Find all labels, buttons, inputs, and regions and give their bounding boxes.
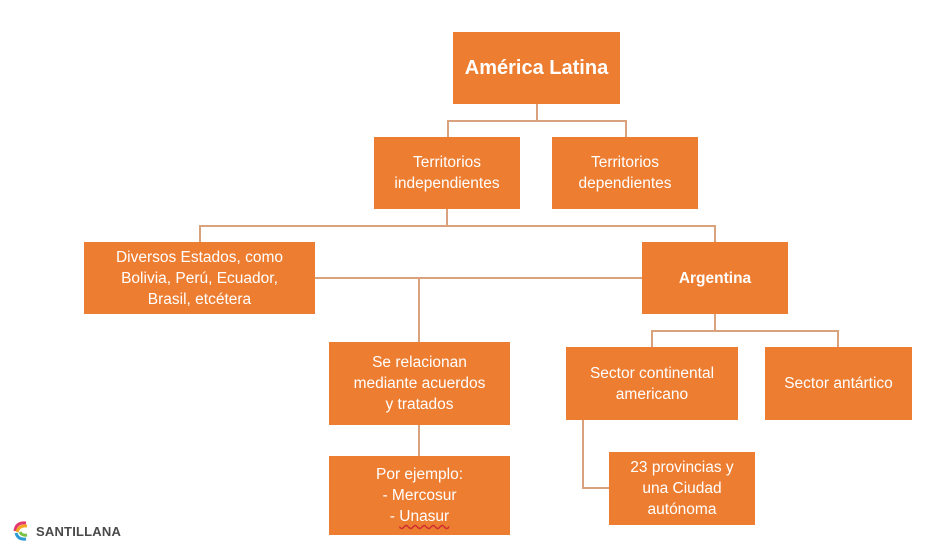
connector xyxy=(536,104,538,121)
connector xyxy=(315,277,642,279)
connector xyxy=(582,420,584,488)
node-se-relacionan: Se relacionan mediante acuerdos y tratad… xyxy=(329,342,510,425)
node-label: Diversos Estados, como Bolivia, Perú, Ec… xyxy=(115,248,284,308)
node-label: Territorios independientes xyxy=(394,154,500,192)
connector xyxy=(418,425,420,456)
node-territorios-dependientes: Territorios dependientes xyxy=(552,137,698,209)
node-item: - Unasur xyxy=(390,506,449,527)
item-prefix: - xyxy=(389,508,400,525)
connector xyxy=(582,487,609,489)
node-label: Argentina xyxy=(678,269,752,287)
node-label: Se relacionan mediante acuerdos y tratad… xyxy=(353,354,486,413)
node-label: Sector continental americano xyxy=(589,364,715,403)
node-item: - Mercosur xyxy=(382,487,457,504)
connector xyxy=(446,209,448,226)
node-por-ejemplo: Por ejemplo: - Mercosur - Unasur xyxy=(329,456,510,535)
node-item-unasur: Unasur xyxy=(399,508,450,525)
connector xyxy=(714,314,716,331)
logo-text: SANTILLANA xyxy=(36,523,122,539)
connector xyxy=(418,277,420,342)
node-label: América Latina xyxy=(464,56,609,79)
node-diversos-estados: Diversos Estados, como Bolivia, Perú, Ec… xyxy=(84,242,315,314)
node-sector-antartico: Sector antártico xyxy=(765,347,912,420)
connector xyxy=(837,330,839,347)
connector xyxy=(651,330,653,347)
node-territorios-independientes: Territorios independientes xyxy=(374,137,520,209)
connector xyxy=(199,225,716,227)
node-provincias: 23 provincias y una Ciudad autónoma xyxy=(609,452,755,525)
node-argentina: Argentina xyxy=(642,242,788,314)
connector xyxy=(714,225,716,242)
node-label: Sector antártico xyxy=(784,375,893,392)
connector xyxy=(199,225,201,242)
santillana-logo: SANTILLANA xyxy=(12,520,121,542)
connector xyxy=(651,330,839,332)
connector xyxy=(625,120,627,137)
node-label: Por ejemplo: xyxy=(375,466,463,483)
node-label: Territorios dependientes xyxy=(578,154,672,192)
node-label: 23 provincias y una Ciudad autónoma xyxy=(630,459,734,518)
santillana-logo-icon xyxy=(13,521,28,541)
connector xyxy=(447,120,627,122)
node-america-latina: América Latina xyxy=(453,32,620,104)
connector xyxy=(447,120,449,137)
node-sector-continental: Sector continental americano xyxy=(566,347,738,420)
